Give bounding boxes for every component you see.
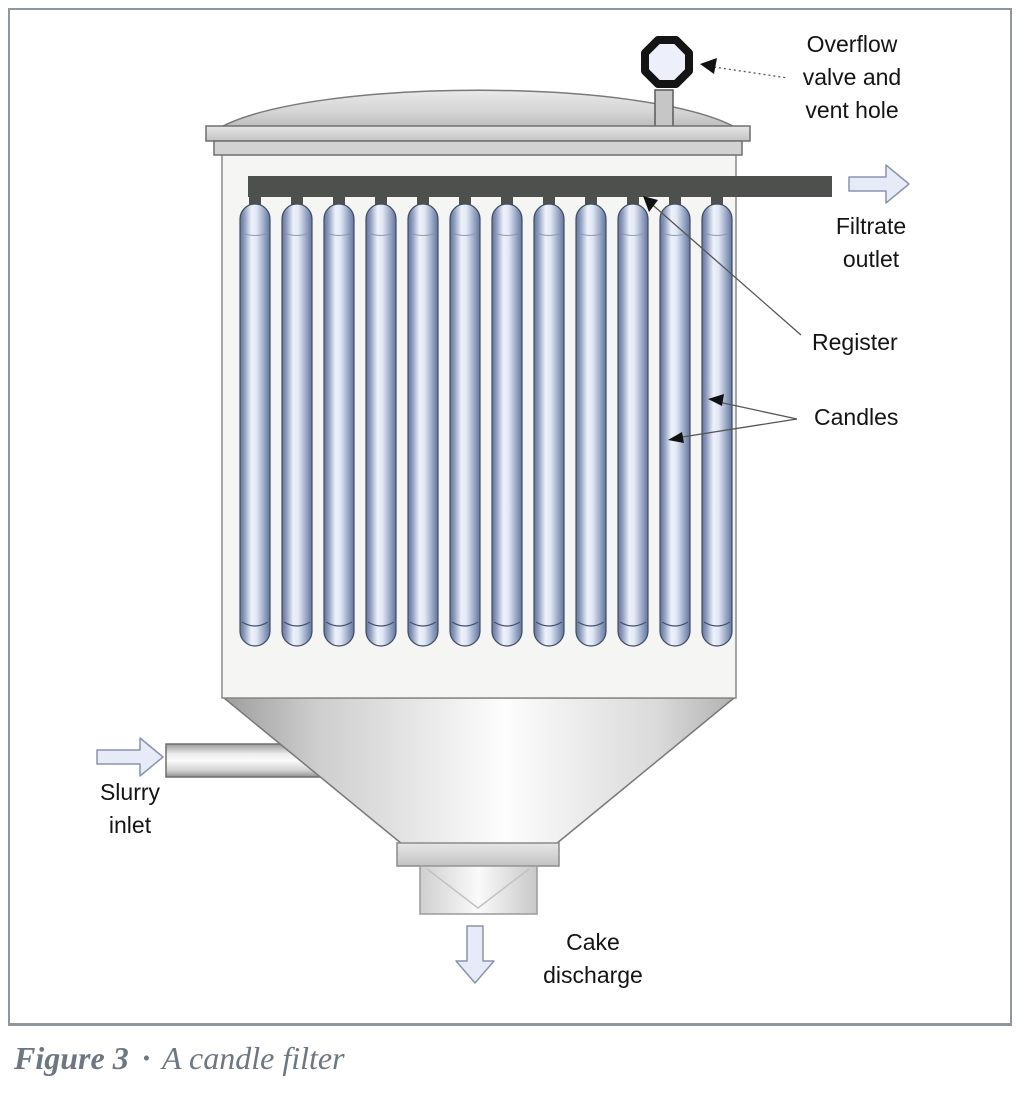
- overflow-valve-icon: [641, 36, 693, 88]
- register-bar: [248, 176, 832, 197]
- discharge-valve-chevron: [426, 868, 530, 909]
- cake-discharge-label: Cake discharge: [528, 926, 658, 992]
- candle: [617, 193, 649, 647]
- leader-lines: [646, 66, 802, 439]
- valve-stem: [654, 89, 674, 129]
- candle: [575, 193, 607, 647]
- slurry-inlet-label-line2: inlet: [108, 812, 152, 838]
- filtrate-outlet-label-line2: outlet: [842, 246, 900, 272]
- candle: [659, 193, 691, 647]
- candle: [239, 193, 271, 647]
- candle: [323, 193, 355, 647]
- cake-flow-arrow-icon: [455, 925, 495, 984]
- filtrate-flow-arrow-icon: [848, 164, 910, 204]
- overflow-valve-label-line2: valve and: [802, 64, 902, 90]
- candle: [533, 193, 565, 647]
- figure-caption-bullet: •: [142, 1046, 151, 1070]
- register-leader-line: [646, 199, 802, 336]
- candle: [701, 193, 733, 647]
- lid-flange-upper: [205, 125, 751, 142]
- filtrate-outlet-label: Filtrate outlet: [806, 210, 936, 276]
- discharge-flange: [396, 842, 560, 867]
- candle: [365, 193, 397, 647]
- slurry-flow-arrow-icon: [96, 737, 164, 777]
- cake-discharge-label-line1: Cake: [566, 929, 620, 955]
- register-label: Register: [812, 329, 898, 355]
- slurry-inlet-label-line1: Slurry: [99, 779, 161, 805]
- cake-discharge-label-line2: discharge: [543, 962, 643, 988]
- filtrate-outlet-label-line1: Filtrate: [835, 213, 907, 239]
- figure-caption: Figure 3 • A candle filter: [14, 1040, 345, 1077]
- figure-caption-label: Figure 3: [14, 1040, 129, 1076]
- slurry-inlet-label: Slurry inlet: [70, 776, 190, 842]
- candles-arrowhead-lower-icon: [668, 432, 684, 443]
- candles-label: Candles: [814, 404, 899, 430]
- candle: [449, 193, 481, 647]
- overflow-valve-label: Overflow valve and vent hole: [772, 28, 932, 127]
- lid-flange-lower: [213, 140, 743, 156]
- overflow-valve-label-line1: Overflow: [806, 31, 898, 57]
- candle: [407, 193, 439, 647]
- candles-leader-line-lower: [675, 418, 798, 439]
- discharge-outlet: [419, 865, 538, 915]
- leader-arrowheads: [643, 58, 724, 443]
- figure-caption-title: A candle filter: [162, 1040, 345, 1076]
- candle: [281, 193, 313, 647]
- candles-group: [239, 193, 733, 647]
- candle: [491, 193, 523, 647]
- candles-leader-line-upper: [713, 400, 798, 420]
- vessel-lid-dome: [220, 89, 736, 128]
- overflow-arrowhead-icon: [700, 58, 717, 74]
- register-arrowhead-icon: [643, 196, 658, 212]
- overflow-valve-label-line3: vent hole: [805, 97, 899, 123]
- candles-arrowhead-upper-icon: [708, 394, 724, 406]
